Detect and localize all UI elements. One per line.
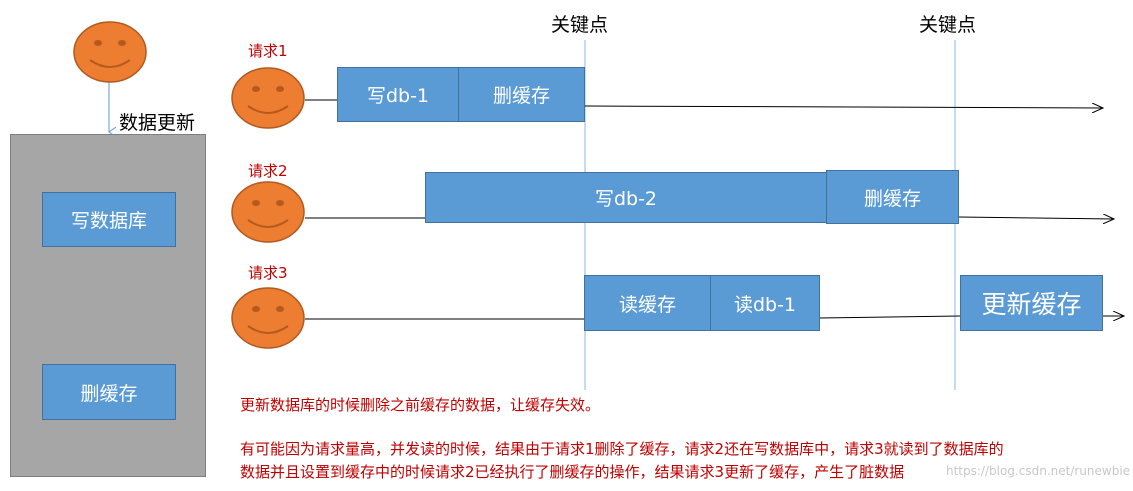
note-line-1: 更新数据库的时候删除之前缓存的数据，让缓存失效。	[240, 396, 601, 414]
request3-read-db-box: 读db-1	[710, 275, 820, 331]
request3-update-cache-box: 更新缓存	[960, 275, 1103, 331]
request3-read-cache-box: 读缓存	[584, 275, 711, 331]
request2-face-icon	[231, 181, 305, 243]
user-face-icon	[73, 21, 147, 83]
request1-delete-cache-box: 删缓存	[458, 67, 585, 122]
request3-timeline-mid	[819, 315, 961, 319]
update-label: 数据更新	[119, 112, 196, 134]
delete-cache-box: 删缓存	[42, 364, 176, 420]
note-line-2: 有可能因为请求量高，并发读的时候，结果由于请求1删除了缓存，请求2还在写数据库中…	[240, 440, 1004, 458]
request1-write-db-box: 写db-1	[337, 67, 459, 122]
request2-label: 请求2	[248, 162, 288, 180]
note-line-3: 数据并且设置到缓存中的时候请求2已经执行了删缓存的操作，结果请求3更新了缓存，产…	[240, 463, 905, 481]
request2-write-db-box: 写db-2	[425, 172, 827, 223]
request2-delete-cache-box: 删缓存	[826, 170, 959, 224]
key-point-label-2: 关键点	[919, 14, 977, 36]
request3-face-icon	[231, 287, 305, 349]
request3-label: 请求3	[248, 264, 288, 282]
request2-timeline	[958, 217, 1114, 219]
watermark: https://blog.csdn.net/runewbie	[946, 464, 1131, 478]
database-panel: 写数据库 删缓存	[10, 134, 206, 477]
request1-label: 请求1	[248, 42, 288, 60]
request1-face-icon	[231, 67, 305, 129]
request1-timeline	[584, 106, 1103, 108]
write-db-box: 写数据库	[42, 192, 176, 247]
key-point-label-1: 关键点	[551, 14, 609, 36]
